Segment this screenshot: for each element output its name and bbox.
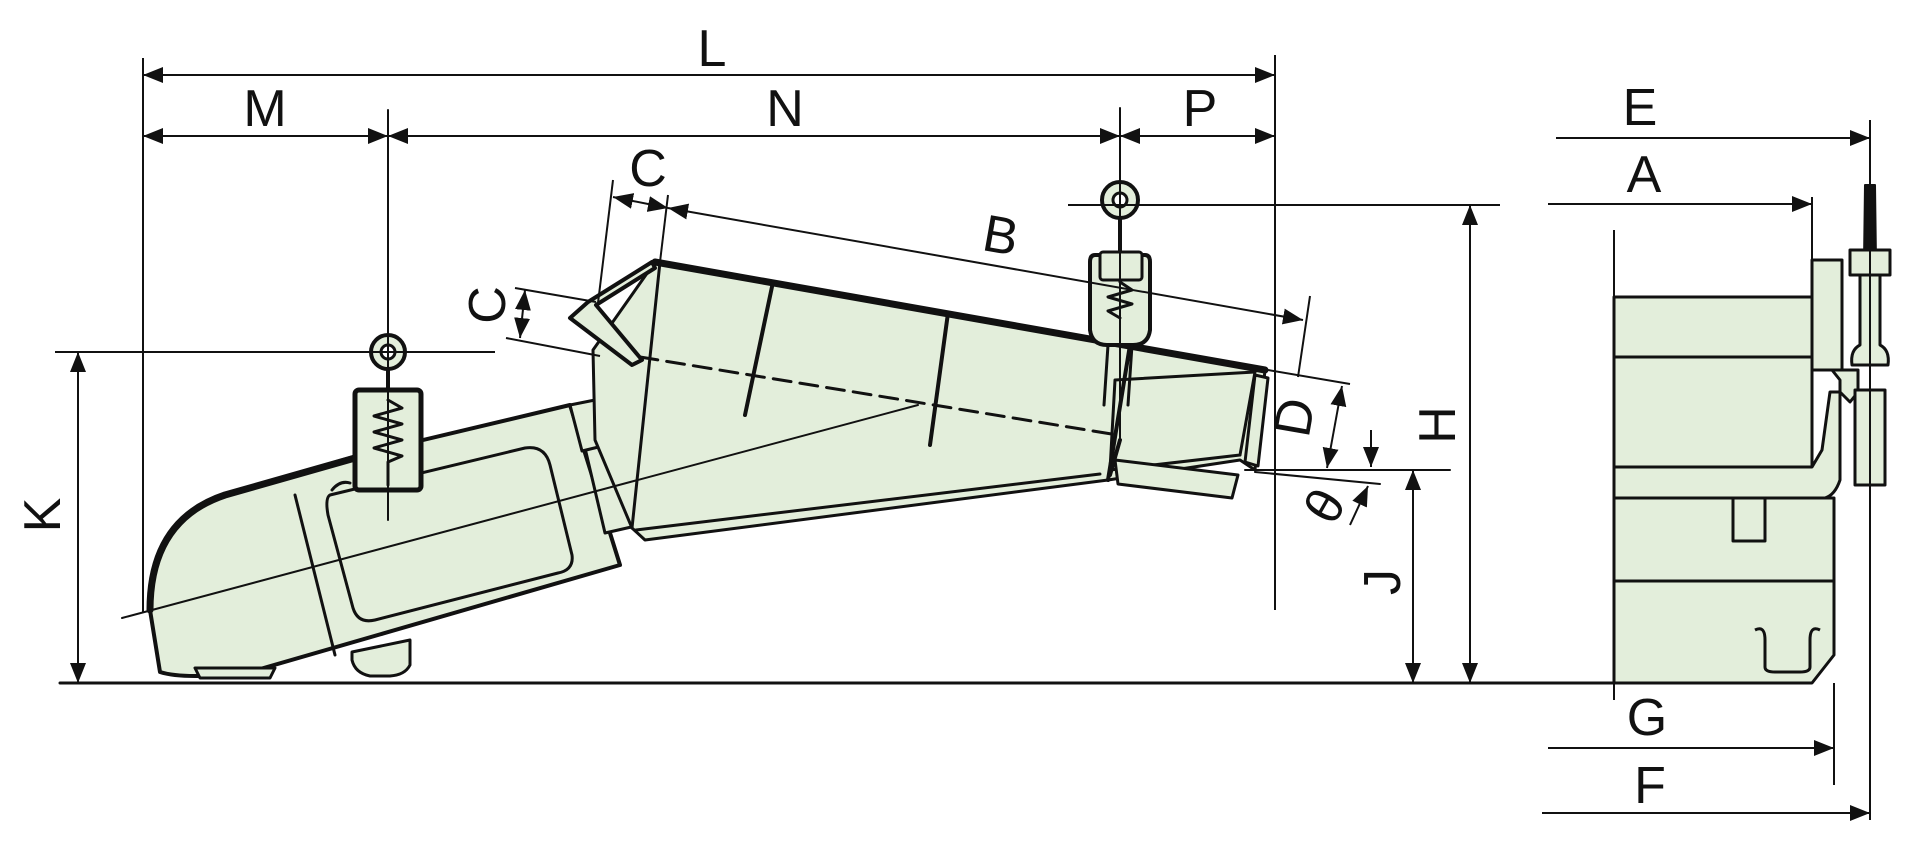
end-view-bracket [1810,258,1844,372]
label-J: J [1354,569,1412,595]
trough-outlet-lower [1113,458,1240,500]
drive-housing-section [293,480,352,657]
end-view-trough [1612,295,1814,359]
dimension-C-top-line [612,193,669,212]
trough-rib [928,311,950,447]
trough-bottom-line [634,472,1102,532]
label-F: F [1634,757,1666,815]
drive-housing-panel [325,446,574,623]
label-N: N [766,80,804,138]
drive-foot-right [350,638,412,678]
drive-foot-left [193,666,277,680]
label-C-left: C [459,286,517,324]
drive-centerline [121,404,919,619]
end-view-foot [1754,627,1821,674]
label-A: A [1627,146,1662,204]
trough-liner-dashed [638,355,1242,457]
side-dimensions [55,55,1500,683]
side-view [58,107,1622,685]
trough-rib-lower [1108,438,1122,477]
end-view-dimensions [1542,130,1870,821]
label-P: P [1183,80,1218,138]
theta-reference-line [1254,471,1381,485]
label-K: K [14,497,72,532]
label-theta: θ [1293,479,1358,533]
end-view-drive-upper [1612,496,1836,583]
end-view-slot [1731,496,1767,543]
label-M: M [243,80,286,138]
dimension-labels: L M N P C B C D θ H J K E A G F [14,20,1667,815]
trough-outlet-flange [1243,373,1270,468]
end-view-drive-lower [1612,579,1836,685]
dimension-D-line [1322,385,1347,469]
dimension-C-left-line [514,289,531,339]
trough-outlet [1108,370,1257,472]
label-E: E [1623,79,1658,137]
end-view-hanger-arm [1830,368,1860,404]
label-B: B [979,204,1023,267]
drive-housing-outline-thick [146,454,359,614]
dimension-theta-arrow-bottom [1349,485,1369,526]
dimension-B-line [667,203,1304,325]
end-view [1612,120,1892,820]
label-L: L [698,20,727,78]
trough-ridge [630,260,662,530]
label-C-top: C [629,140,667,198]
label-D: D [1263,394,1327,441]
label-H: H [1409,406,1467,444]
end-view-trough-lower [1612,355,1814,469]
label-G: G [1627,689,1667,747]
